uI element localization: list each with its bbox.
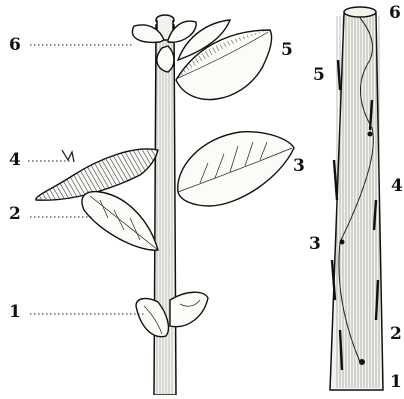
plant-label-6: 6 [9,37,21,54]
leaf-1b [170,292,208,326]
rod-label-5: 5 [313,67,325,84]
rod-label-4: 4 [391,178,403,195]
plant-label-4: 4 [9,152,21,169]
leaf-3 [178,132,294,206]
plant-label-5: 5 [281,42,293,59]
scar-1 [359,359,365,365]
plant-label-2: 2 [9,206,21,223]
rod-label-3: 3 [309,236,321,253]
scar-4 [368,132,373,137]
leafy-stem-illustration [28,15,294,395]
rod-label-2: 2 [390,326,402,343]
rod-label-1: 1 [390,374,402,391]
plant-label-1: 1 [9,304,21,321]
plant-label-3: 3 [293,158,305,175]
scar-3 [340,240,345,245]
rod-top [344,7,376,17]
rod-label-6: 6 [389,5,401,22]
leaf-scar-rod-illustration [330,7,383,390]
